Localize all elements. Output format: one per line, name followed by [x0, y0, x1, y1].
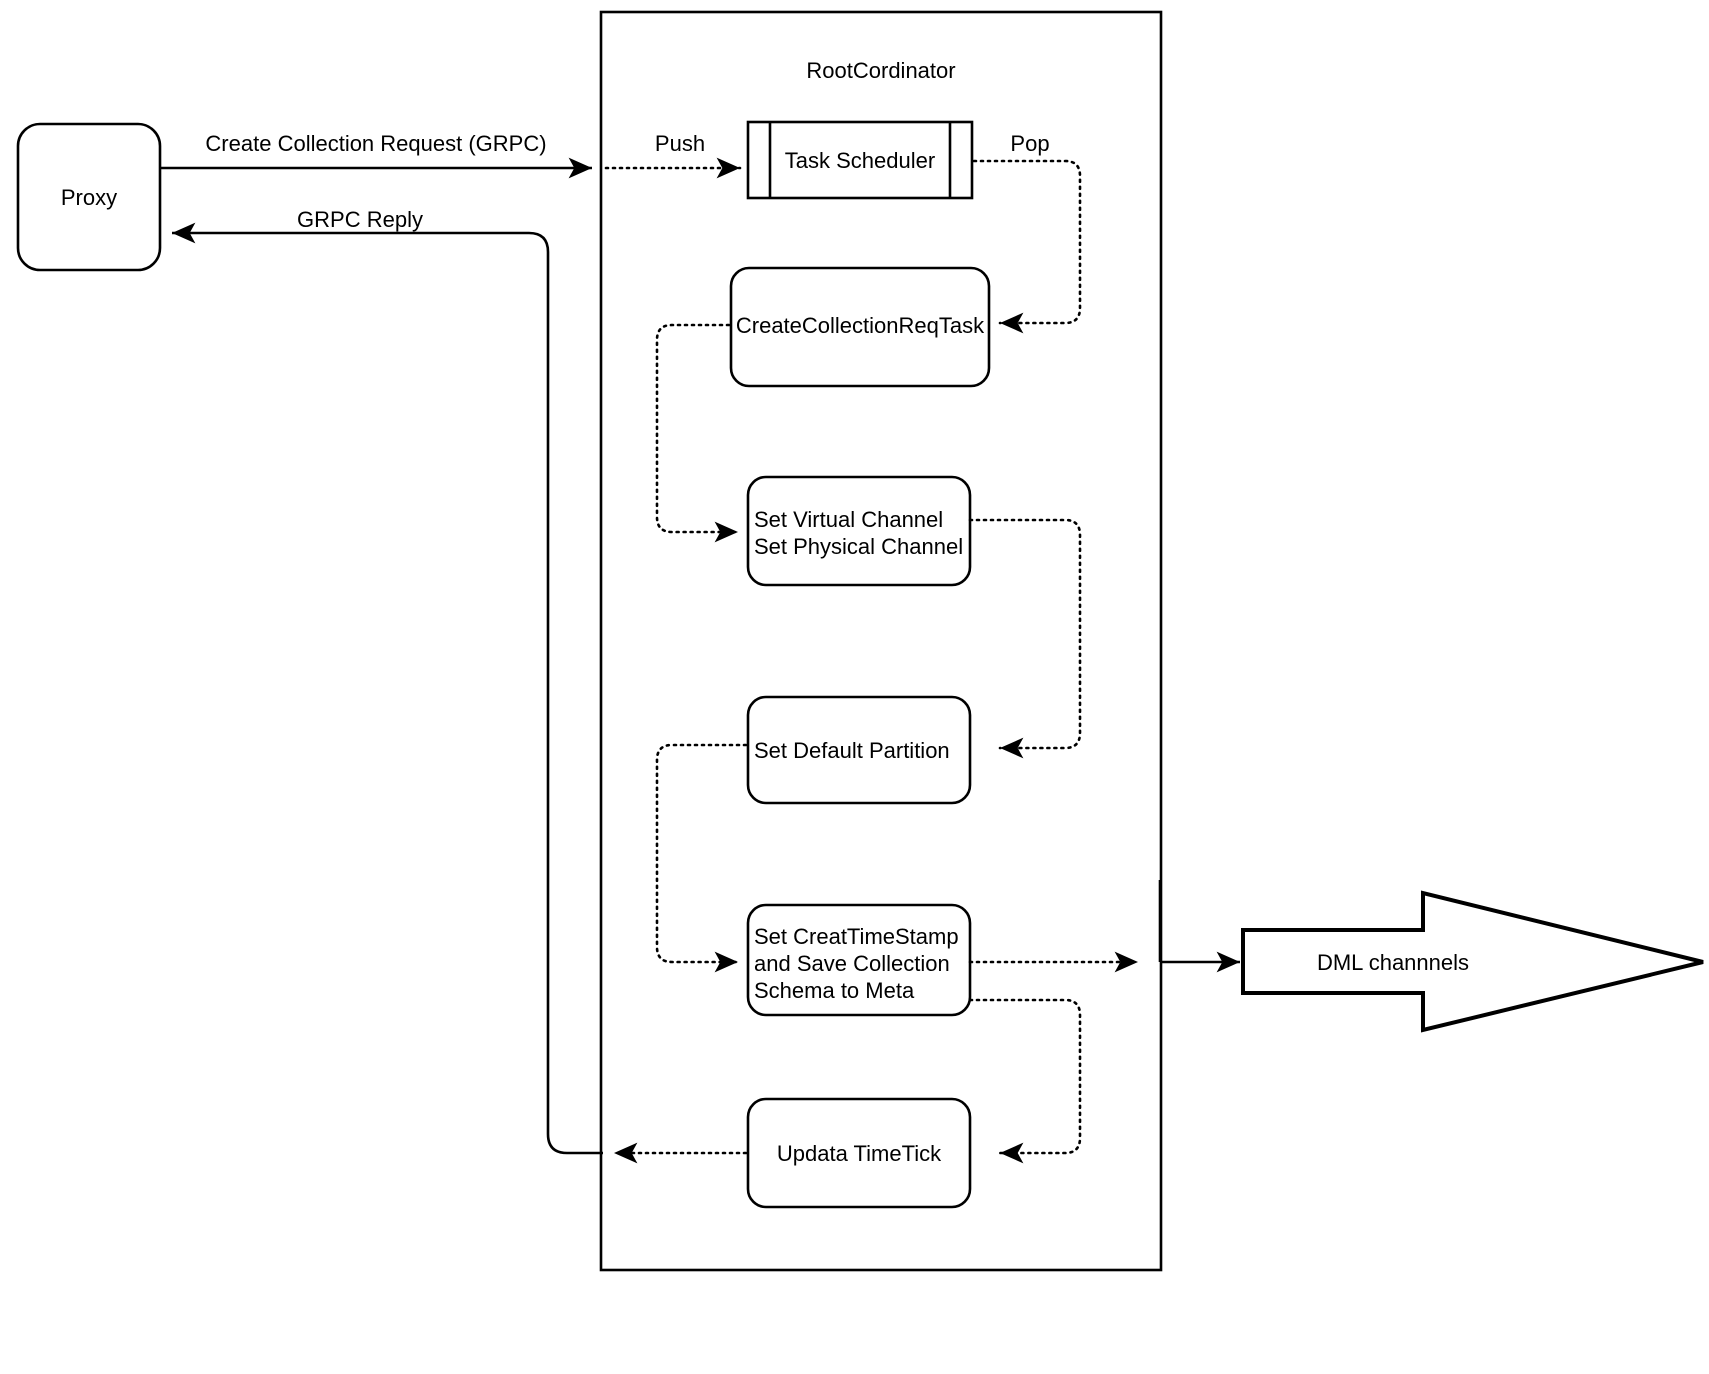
edge-default-partition-to-create-timestamp	[655, 743, 748, 973]
set-default-partition-node[interactable]	[746, 695, 972, 805]
edge-task-to-set-channels	[655, 323, 740, 543]
edge-pop	[972, 159, 1082, 334]
edge-create-timestamp-to-update-timetick	[968, 998, 1082, 1164]
set-create-timestamp-node[interactable]	[746, 903, 972, 1017]
edge-set-channels-to-default-partition	[968, 518, 1082, 759]
proxy-node[interactable]	[16, 122, 162, 272]
create-collection-req-task-node[interactable]	[729, 266, 991, 388]
task-scheduler-node[interactable]	[746, 120, 974, 200]
edge-grpc-reply	[172, 222, 603, 1155]
update-timetick-node[interactable]	[746, 1097, 972, 1209]
edge-dml-junction	[1158, 880, 1240, 973]
dml-channels-node[interactable]	[1241, 890, 1704, 1033]
set-channels-node[interactable]	[746, 475, 972, 587]
root-coordinator-container	[599, 10, 1163, 1272]
